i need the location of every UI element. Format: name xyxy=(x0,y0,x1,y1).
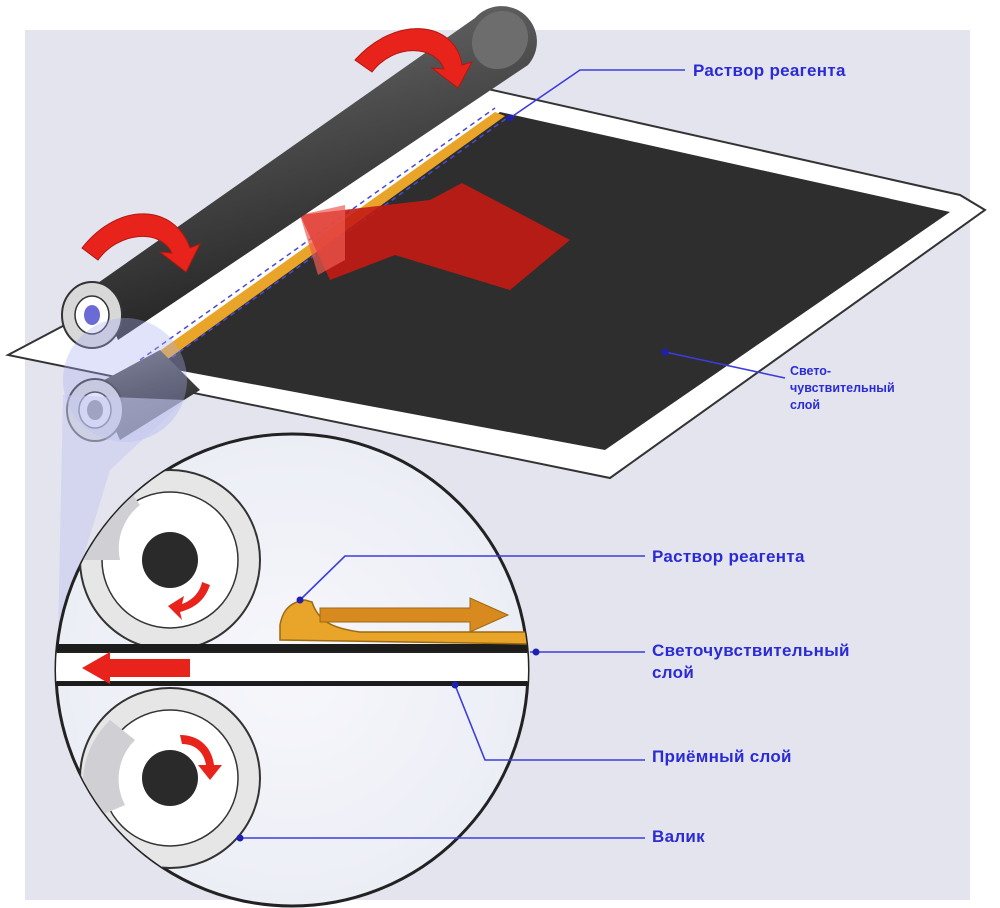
label-reagent-zoom: Раствор реагента xyxy=(652,547,805,566)
leader-photo-zoom-dot xyxy=(532,648,540,656)
lens-receiving-layer xyxy=(56,682,528,686)
lens-light-sensitive-layer xyxy=(56,644,528,652)
leader-reagent-top-dot xyxy=(506,114,514,122)
lens-lower-roller xyxy=(79,687,261,869)
leader-roller-dot xyxy=(236,834,244,842)
leader-reagent-zoom xyxy=(299,555,645,601)
label-photo-top-3: слой xyxy=(790,398,820,412)
label-photo-zoom-2: слой xyxy=(652,663,694,682)
paper-movement-arrow-icon xyxy=(82,652,190,684)
leader-receiving-dot xyxy=(451,681,459,689)
leader-reagent-top xyxy=(509,69,685,119)
label-reagent-top: Раствор реагента xyxy=(693,61,846,80)
lens-reagent-blob xyxy=(279,599,528,645)
print-t-highlight xyxy=(300,205,345,275)
label-photo-top-1: Свето- xyxy=(790,364,831,378)
light-sensitive-layer xyxy=(150,112,950,450)
label-photo-top-2: чувствительный xyxy=(790,381,895,395)
rotation-arrow-left-icon xyxy=(81,213,202,273)
label-photo-zoom-1: Светочувствительный xyxy=(652,641,850,660)
reagent-flow-arrow-icon xyxy=(319,597,510,633)
label-receiving-layer: Приёмный слой xyxy=(652,747,792,766)
magnifier-cone xyxy=(58,395,185,640)
lens-upper-rotation-icon xyxy=(168,582,210,620)
rotation-arrow-right-icon xyxy=(354,28,474,89)
lens-lower-rotation-icon xyxy=(180,735,222,780)
leader-photo-top xyxy=(664,351,786,379)
leader-photo-top-dot xyxy=(661,348,669,356)
leader-receiving xyxy=(454,684,645,761)
leader-reagent-zoom-dot xyxy=(296,596,304,604)
label-roller: Валик xyxy=(652,827,705,846)
print-t-shape xyxy=(300,183,570,290)
top-roller xyxy=(61,6,537,349)
